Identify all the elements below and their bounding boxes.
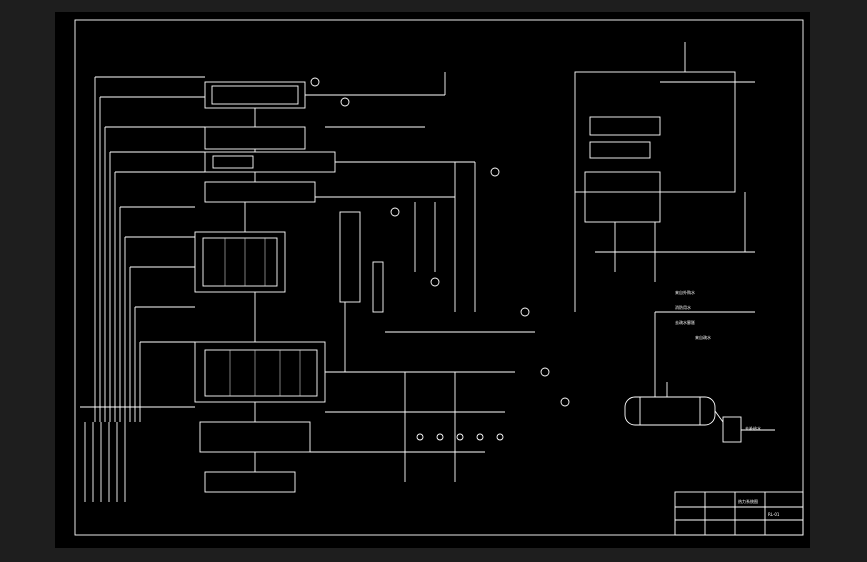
- sample-column: [372, 261, 384, 313]
- piping-diagram: 来自外购水 消防用水 去疏水膨胀 来自疏水 去补给水 热力系统图 RL-01: [74, 19, 804, 536]
- label-dump-tank: 去疏水膨胀: [675, 319, 695, 325]
- deaerator-column: [339, 211, 361, 303]
- title-block-title: 热力系统图: [738, 498, 758, 504]
- label-to-makeup: 去补给水: [745, 425, 761, 431]
- title-block: 热力系统图 RL-01: [674, 491, 804, 536]
- right-drum: [589, 116, 661, 136]
- furnace-box: [194, 341, 326, 403]
- flash-tank-body: [624, 396, 716, 426]
- economizer-box: [204, 181, 316, 203]
- superheater-box: [204, 126, 306, 150]
- label-bought-water: 来自外购水: [675, 289, 695, 295]
- reheater-box: [204, 151, 336, 173]
- right-body: [584, 171, 661, 223]
- valves: [310, 77, 570, 441]
- flash-tank: [624, 382, 775, 443]
- right-unit-frame: [574, 71, 736, 193]
- left-headers: [80, 76, 205, 422]
- ash-hopper: [199, 421, 311, 453]
- label-fire-water: 消防用水: [675, 304, 691, 310]
- drawing-sheet: 来自外购水 消防用水 去疏水膨胀 来自疏水 去补给水 热力系统图 RL-01: [55, 12, 810, 548]
- inner-border: [74, 19, 804, 536]
- right-heater: [589, 141, 651, 159]
- label-flash: 来自疏水: [695, 334, 711, 340]
- drain-box: [722, 416, 742, 443]
- right-unit: [574, 42, 755, 422]
- center-equipment: [305, 72, 535, 482]
- title-block-drawing-no: RL-01: [768, 512, 780, 517]
- air-preheater: [194, 231, 286, 293]
- boiler-stack: [194, 81, 336, 493]
- slag-box: [204, 471, 296, 493]
- bottom-left-pipes: [84, 422, 126, 502]
